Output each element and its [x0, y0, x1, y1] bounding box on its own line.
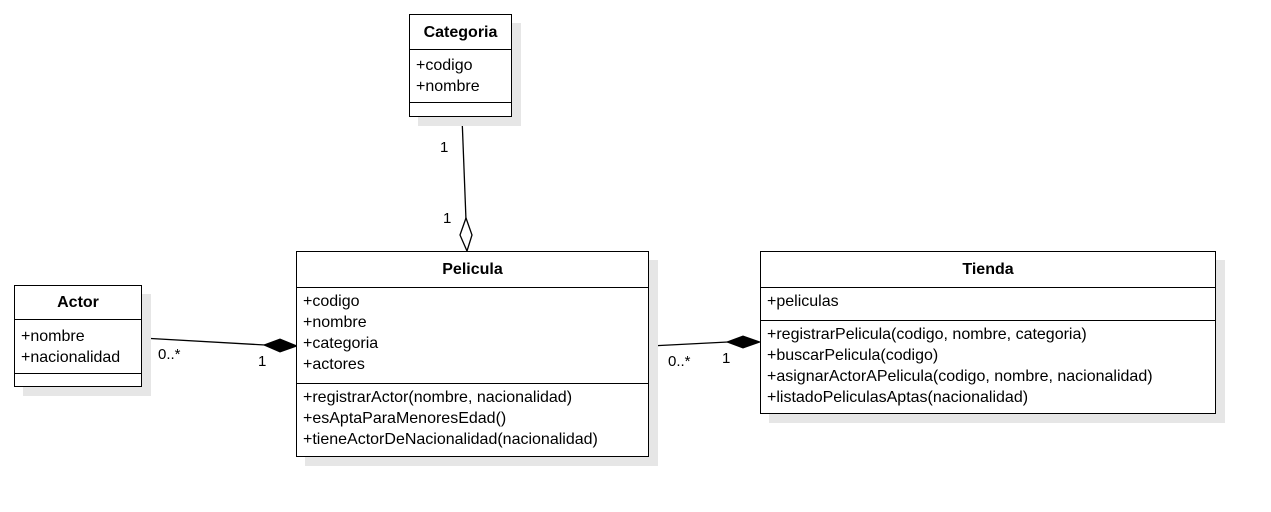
- method-tiene-actor-de-nacionalidad: +tieneActorDeNacionalidad(nacionalidad): [303, 431, 598, 448]
- class-title-categoria: Categoria: [410, 15, 511, 50]
- class-title-pelicula: Pelicula: [297, 252, 648, 288]
- method-registrar-pelicula: +registrarPelicula(codigo, nombre, categ…: [767, 326, 1087, 343]
- class-attributes-pelicula: +codigo +nombre +categoria +actores: [297, 288, 648, 384]
- attribute-codigo: +codigo: [416, 57, 473, 74]
- class-attributes-actor: +nombre +nacionalidad: [15, 320, 141, 374]
- class-methods-actor: [15, 374, 141, 386]
- class-title-actor: Actor: [15, 286, 141, 320]
- class-pelicula[interactable]: Pelicula +codigo +nombre +categoria +act…: [296, 251, 649, 457]
- attribute-categoria: +categoria: [303, 335, 379, 352]
- multiplicity-tienda-end: 1: [722, 350, 731, 367]
- class-methods-pelicula: +registrarActor(nombre, nacionalidad) +e…: [297, 384, 648, 456]
- multiplicity-pelicula-tienda-end: 0..*: [668, 353, 691, 370]
- association-line-categoria-pelicula[interactable]: [461, 116, 467, 221]
- method-registrar-actor: +registrarActor(nombre, nacionalidad): [303, 389, 573, 406]
- attribute-nombre: +nombre: [21, 328, 85, 345]
- attribute-peliculas: +peliculas: [767, 293, 839, 310]
- attribute-nombre: +nombre: [303, 314, 367, 331]
- attribute-actores: +actores: [303, 356, 365, 373]
- association-line-pelicula-tienda[interactable]: [649, 341, 729, 347]
- class-attributes-categoria: +codigo +nombre: [410, 50, 511, 103]
- association-line-actor-pelicula[interactable]: [141, 337, 266, 346]
- attribute-nacionalidad: +nacionalidad: [21, 349, 121, 366]
- multiplicity-actor-end: 0..*: [158, 346, 181, 363]
- class-methods-categoria: [410, 103, 511, 116]
- method-buscar-pelicula: +buscarPelicula(codigo): [767, 347, 939, 364]
- multiplicity-pelicula-aggregation-end: 1: [443, 210, 452, 227]
- attribute-nombre: +nombre: [416, 78, 480, 95]
- method-es-apta-para-menores-edad: +esAptaParaMenoresEdad(): [303, 410, 507, 427]
- method-listado-peliculas-aptas: +listadoPeliculasAptas(nacionalidad): [767, 389, 1029, 406]
- multiplicity-pelicula-composition-end: 1: [258, 353, 267, 370]
- class-attributes-tienda: +peliculas: [761, 288, 1215, 321]
- method-asignar-actor-a-pelicula: +asignarActorAPelicula(codigo, nombre, n…: [767, 368, 1153, 385]
- class-title-tienda: Tienda: [761, 252, 1215, 288]
- class-methods-tienda: +registrarPelicula(codigo, nombre, categ…: [761, 321, 1215, 413]
- class-tienda[interactable]: Tienda +peliculas +registrarPelicula(cod…: [760, 251, 1216, 414]
- class-actor[interactable]: Actor +nombre +nacionalidad: [14, 285, 142, 387]
- attribute-codigo: +codigo: [303, 293, 360, 310]
- class-categoria[interactable]: Categoria +codigo +nombre: [409, 14, 512, 117]
- composition-diamond-tienda: [725, 335, 762, 349]
- composition-diamond-pelicula: [262, 338, 299, 353]
- aggregation-diamond-pelicula: [459, 216, 473, 253]
- multiplicity-categoria-end: 1: [440, 139, 449, 156]
